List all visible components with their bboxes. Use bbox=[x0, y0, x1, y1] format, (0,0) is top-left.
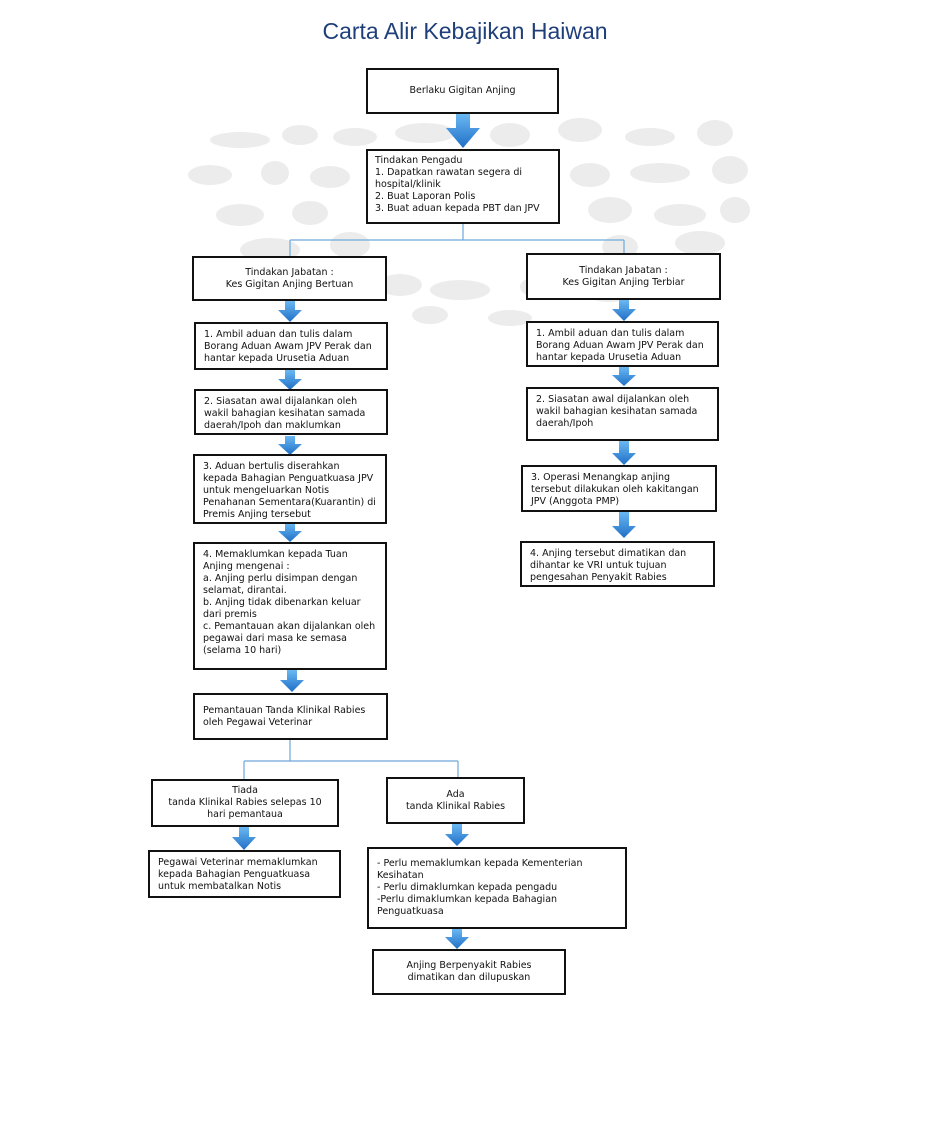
left-step-3: 3. Aduan bertulis diserahkan kepada Baha… bbox=[193, 454, 387, 524]
right-step-2: 2. Siasatan awal dijalankan oleh wakil b… bbox=[526, 387, 719, 441]
final-box: Anjing Berpenyakit Rabies dimatikan dan … bbox=[372, 949, 566, 995]
left-branch-header: Tindakan Jabatan : Kes Gigitan Anjing Be… bbox=[192, 256, 387, 301]
left-step-2: 2. Siasatan awal dijalankan oleh wakil b… bbox=[194, 389, 388, 435]
start-box: Berlaku Gigitan Anjing bbox=[366, 68, 559, 114]
complainant-action-box: Tindakan Pengadu 1. Dapatkan rawatan seg… bbox=[366, 149, 560, 224]
no-signs-action-box: Pegawai Veterinar memaklumkan kepada Bah… bbox=[148, 850, 341, 898]
page-title: Carta Alir Kebajikan Haiwan bbox=[322, 18, 608, 44]
left-step-4: 4. Memaklumkan kepada Tuan Anjing mengen… bbox=[193, 542, 387, 670]
left-step-1: 1. Ambil aduan dan tulis dalam Borang Ad… bbox=[194, 322, 388, 370]
signs-action-box: - Perlu memaklumkan kepada Kementerian K… bbox=[367, 847, 627, 929]
right-step-1: 1. Ambil aduan dan tulis dalam Borang Ad… bbox=[526, 321, 719, 367]
right-step-4: 4. Anjing tersebut dimatikan dan dihanta… bbox=[520, 541, 715, 587]
right-step-3: 3. Operasi Menangkap anjing tersebut dil… bbox=[521, 465, 717, 512]
signs-box: Ada tanda Klinikal Rabies bbox=[386, 777, 525, 824]
no-signs-box: Tiada tanda Klinikal Rabies selepas 10 h… bbox=[151, 779, 339, 827]
right-branch-header: Tindakan Jabatan : Kes Gigitan Anjing Te… bbox=[526, 253, 721, 300]
monitoring-box: Pemantauan Tanda Klinikal Rabies oleh Pe… bbox=[193, 693, 388, 740]
